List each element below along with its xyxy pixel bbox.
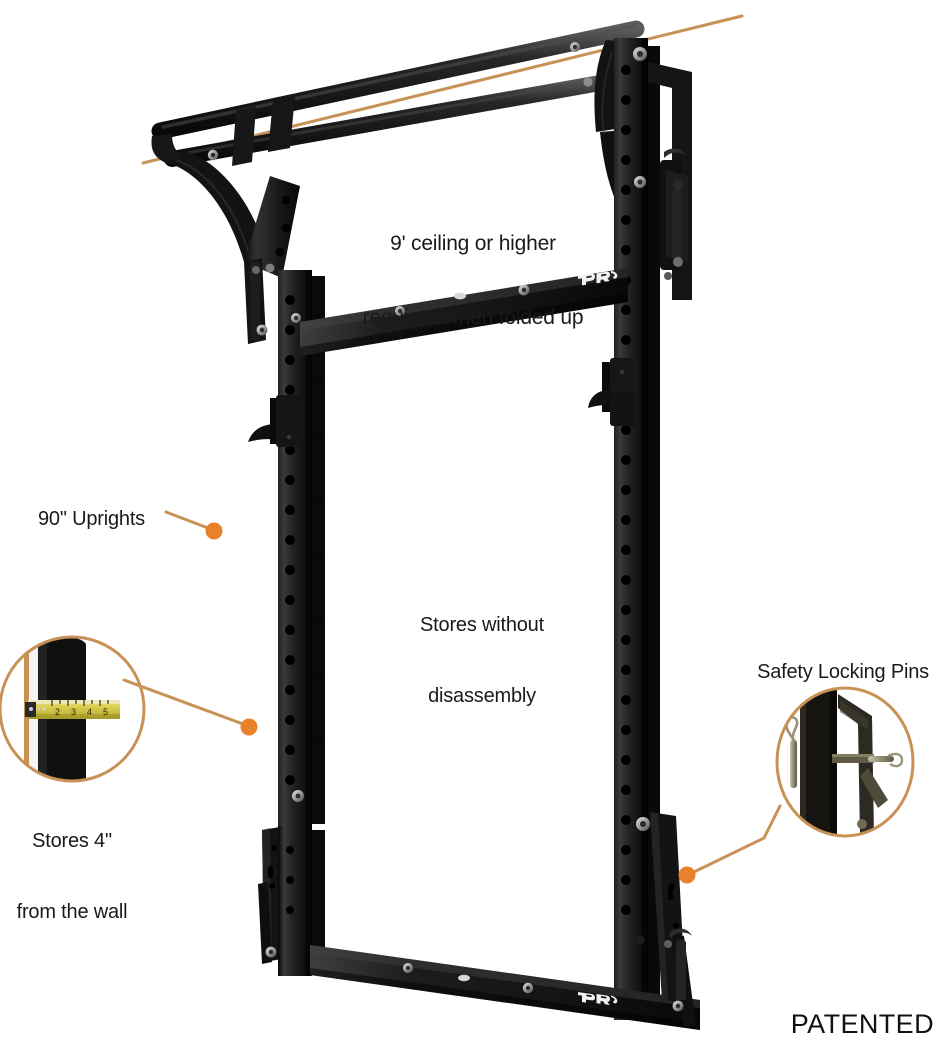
leader-dot (678, 866, 696, 884)
locking-pin-left (785, 716, 799, 788)
leader-line-stores-from-wall (122, 678, 258, 736)
label-ceiling-requirement: 9' ceiling or higher required when folde… (363, 182, 584, 380)
label-stores-without-disassembly: Stores without disassembly (420, 567, 544, 756)
prx-logo-base (578, 992, 618, 1006)
svg-text:5: 5 (103, 707, 108, 717)
label-stores-wo-line1: Stores without (420, 614, 544, 637)
locking-pin-right (868, 752, 904, 768)
folding-hinge-upper (633, 47, 692, 300)
patented-label: PATENTED (790, 1009, 934, 1040)
prx-logo-upper (578, 271, 618, 286)
leader-line-uprights (164, 510, 223, 540)
base-assembly (258, 812, 700, 1030)
label-ceiling-line1: 9' ceiling or higher (390, 231, 556, 255)
label-stores-4-line2: from the wall (16, 900, 128, 923)
leader-dot (240, 718, 258, 736)
label-safety-locking-pins: Safety Locking Pins (757, 661, 929, 683)
upright-holes-side (314, 314, 322, 742)
label-stores-from-wall: Stores 4" from the wall (17, 783, 128, 972)
label-uprights: 90" Uprights (38, 508, 145, 530)
svg-text:3: 3 (71, 707, 76, 717)
j-hook-right-lower (610, 392, 636, 426)
upright-holes (621, 65, 631, 915)
bolt (207, 42, 593, 161)
left-upright (244, 176, 325, 830)
label-ceiling-line2: required when folded up (362, 305, 584, 329)
label-stores-4-line1: Stores 4" (32, 830, 112, 853)
upper-crossbar (300, 268, 628, 356)
j-hook-left (248, 395, 302, 447)
tape-measure: 2 3 4 5 (25, 700, 120, 719)
fold-strut-right (664, 928, 696, 1026)
inset-safety-locking-pins (775, 686, 915, 838)
inset-stores-from-wall: 2 3 4 5 (0, 635, 146, 783)
label-stores-wo-line2: disassembly (428, 684, 536, 707)
upright-holes (285, 295, 295, 785)
svg-text:4: 4 (87, 707, 92, 717)
fold-arm-left (244, 258, 268, 344)
leader-dot (205, 522, 223, 540)
right-upright (588, 38, 692, 1020)
leader-line-safety-pins (678, 804, 782, 884)
svg-text:2: 2 (55, 707, 60, 717)
